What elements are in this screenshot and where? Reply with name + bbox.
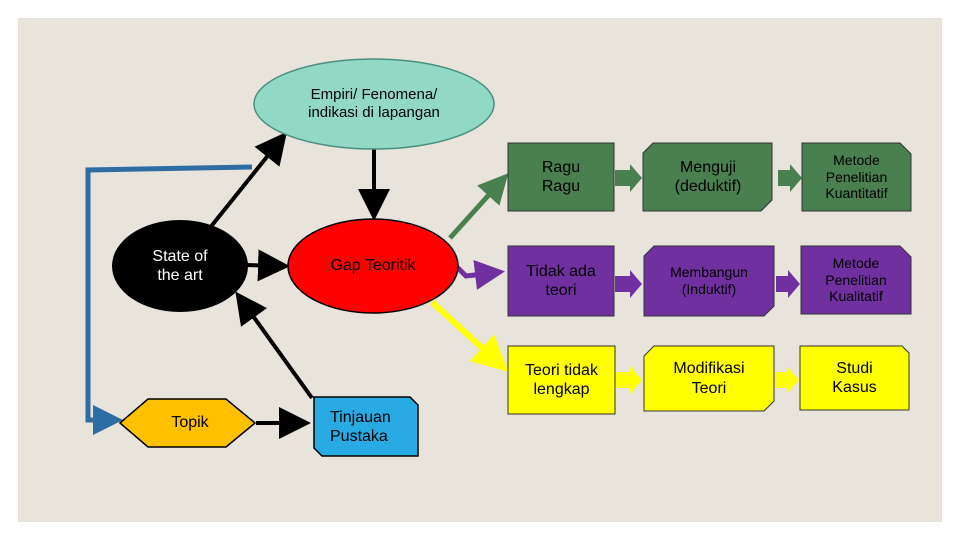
tidak-ada-box (507, 245, 615, 317)
feedback-loop-arrow (85, 164, 253, 435)
row3-approach-label: Modifikasi Teori (673, 360, 745, 397)
tinjauan-pustaka-label: Tinjauan Pustaka (330, 408, 391, 445)
topik-diamond (118, 398, 257, 448)
ragu-box (507, 142, 615, 212)
membangun-box (643, 245, 775, 317)
state-of-art-ellipse (112, 220, 248, 312)
arrow-row1-a (615, 164, 642, 192)
gap-teoritik-label: Gap Teoritik (330, 257, 416, 275)
studi-kasus-box (799, 345, 910, 411)
arrow-state-to-empiri (203, 131, 288, 236)
row2-method-label: Metode Penelitian Kualitatif (825, 254, 887, 305)
empiri-label: Empiri/ Fenomena/ indikasi di lapangan (308, 86, 440, 121)
arrow-gap-to-ragu (448, 173, 509, 240)
empiri-ellipse (253, 58, 495, 150)
arrow-row2-b (776, 270, 800, 298)
tinjauan-pustaka-box (313, 396, 419, 457)
state-of-art-label: State of the art (152, 247, 208, 284)
row1-condition-label: Ragu Ragu (541, 158, 581, 195)
row1-method-label: Metode Penelitian Kuantitatif (825, 151, 888, 202)
topik-label: Topik (171, 414, 209, 432)
arrow-gap-to-teori-tidak (429, 299, 509, 373)
row3-condition-label: Teori tidak lengkap (525, 361, 598, 398)
gap-teoritik-ellipse (287, 218, 459, 314)
arrow-state-to-gap (245, 249, 290, 282)
arrow-row1-b (778, 164, 802, 192)
arrow-row3-a (615, 366, 642, 394)
arrow-row2-a (615, 270, 642, 298)
modifikasi-box (643, 345, 775, 412)
row3-method-label: Studi Kasus (832, 359, 877, 396)
kuantitatif-box (801, 142, 912, 212)
row1-approach-label: Menguji (deduktif) (674, 158, 742, 195)
arrow-gap-to-tidak-ada (453, 260, 505, 290)
menguji-box (642, 142, 773, 212)
kualitatif-box (800, 245, 912, 315)
arrow-tinjauan-to-state (235, 291, 314, 400)
teori-tidak-box (507, 345, 616, 415)
row2-approach-label: Membangun (Induktif) (670, 264, 748, 297)
arrow-row3-b (775, 366, 799, 394)
row2-condition-label: Tidak ada teori (526, 262, 596, 299)
